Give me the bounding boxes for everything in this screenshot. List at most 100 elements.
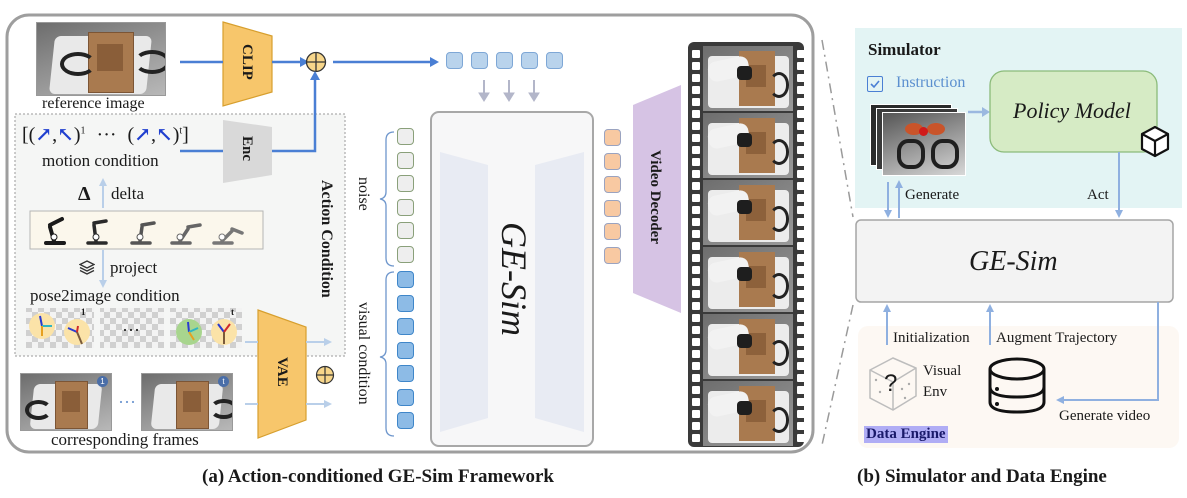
- policy-model-label: Policy Model: [1013, 98, 1131, 123]
- film-sprocket: [797, 422, 805, 430]
- film-sprocket: [692, 290, 700, 298]
- simulator-observation-stack: [870, 104, 970, 176]
- token: [397, 318, 414, 335]
- arrow-up-left-icon: ↖: [57, 124, 74, 146]
- pose2image-index-last: t: [231, 307, 234, 317]
- film-sprocket: [797, 278, 805, 286]
- token: [397, 294, 414, 312]
- pose2image-index-first: 1: [81, 307, 86, 317]
- film-frame: [703, 314, 793, 379]
- token: [546, 52, 563, 69]
- policy-model-box: [989, 70, 1158, 153]
- token: [604, 246, 621, 264]
- film-sprocket: [797, 314, 805, 322]
- token: [397, 412, 414, 429]
- film-sprocket: [692, 134, 700, 142]
- ge-sim-label: GE-Sim: [969, 246, 1058, 277]
- token: [604, 152, 621, 170]
- visual-env-label-line2: Env: [923, 384, 948, 400]
- enc-label: Enc: [239, 136, 255, 162]
- film-frame: [703, 247, 793, 312]
- token: [397, 245, 414, 263]
- dice-question-mark: ?: [884, 370, 898, 397]
- film-sprocket: [692, 50, 700, 58]
- data-engine-title: Data Engine: [864, 426, 948, 443]
- film-sprocket: [797, 158, 805, 166]
- film-sprocket: [692, 434, 700, 442]
- token: [397, 365, 414, 382]
- film-sprocket: [692, 146, 700, 154]
- film-sprocket: [692, 338, 700, 346]
- film-sprocket: [797, 86, 805, 94]
- film-sprocket: [797, 74, 805, 82]
- token: [397, 222, 414, 239]
- film-sprocket: [692, 302, 700, 310]
- film-sprocket: [692, 206, 700, 214]
- visual-condition-label: visual condition: [355, 302, 372, 405]
- film-sprocket: [797, 290, 805, 298]
- augment-trajectory-label: Augment Trajectory: [996, 330, 1118, 346]
- film-sprocket: [692, 218, 700, 226]
- film-sprocket: [797, 146, 805, 154]
- film-sprocket: [692, 266, 700, 274]
- arrow-up-right-icon: ↗: [134, 124, 151, 146]
- film-sprocket: [692, 194, 700, 202]
- motion-condition-label: motion condition: [42, 151, 159, 170]
- film-sprocket: [797, 254, 805, 262]
- ge-sim-model-label: GE-Sim: [494, 222, 534, 336]
- vae-label: VAE: [274, 357, 290, 387]
- noise-label: noise: [355, 177, 372, 211]
- film-sprocket: [692, 398, 700, 406]
- film-sprocket: [692, 86, 700, 94]
- film-sprocket: [797, 122, 805, 130]
- film-frame: [703, 381, 793, 446]
- robot-arm-icon: [44, 217, 244, 245]
- film-sprocket: [692, 110, 700, 118]
- enc-shape: [223, 120, 272, 183]
- film-sprocket: [692, 386, 700, 394]
- film-sprocket: [692, 350, 700, 358]
- generate-video-arrow: [1062, 302, 1159, 401]
- panel-a-frame: [5, 13, 815, 454]
- token: [471, 52, 488, 69]
- film-sprocket: [797, 242, 805, 250]
- film-sprocket: [797, 434, 805, 442]
- arrow-up-right-icon: ↗: [35, 124, 53, 146]
- pose2image-strip: 1 ··· t: [26, 306, 242, 350]
- film-sprocket: [692, 242, 700, 250]
- panel-b-caption: (b) Simulator and Data Engine: [857, 466, 1107, 487]
- film-sprocket: [692, 410, 700, 418]
- arrow-up-left-icon: ↖: [155, 124, 173, 146]
- film-sprocket: [797, 170, 805, 178]
- zoom-line-bottom: [821, 304, 854, 446]
- video-decoder-shape: [633, 85, 681, 313]
- film-sprocket: [797, 50, 805, 58]
- ge-sim-box: [855, 219, 1174, 303]
- token: [604, 199, 621, 217]
- reference-image: [36, 22, 166, 96]
- zoom-line-top: [821, 39, 854, 218]
- film-sprocket: [797, 194, 805, 202]
- film-sprocket: [797, 218, 805, 226]
- film-sprocket: [797, 374, 805, 382]
- film-sprocket: [692, 182, 700, 190]
- observation-image: [882, 112, 966, 176]
- robot-arms-svg: [44, 217, 244, 245]
- film-sprocket: [692, 254, 700, 262]
- clip-encoder-shape: [222, 21, 273, 107]
- video-decoder-label: Video Decoder: [647, 150, 663, 244]
- enc-to-plus-arrowhead: [310, 71, 320, 80]
- token: [446, 52, 463, 69]
- film-sprocket: [692, 422, 700, 430]
- film-sprocket: [797, 266, 805, 274]
- film-sprocket: [797, 386, 805, 394]
- film-frame: [703, 46, 793, 111]
- film-sprocket: [797, 230, 805, 238]
- plus-to-tokens-arrowhead: [430, 57, 439, 67]
- simulator-title: Simulator: [868, 40, 941, 59]
- token: [397, 151, 414, 169]
- pose2image-svg: [26, 308, 242, 348]
- film-sprocket: [797, 398, 805, 406]
- film-sprocket: [797, 350, 805, 358]
